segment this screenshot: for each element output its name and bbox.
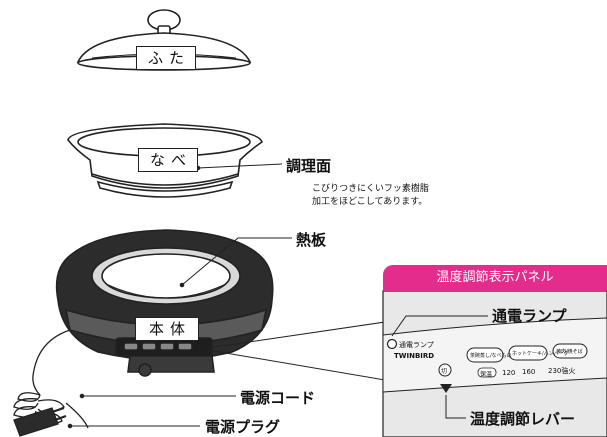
- panel-button-3: 焼肉/焼そば: [556, 349, 583, 355]
- panel-scale-120: 120: [502, 369, 516, 377]
- panel-scale-keep-warm: 保温: [480, 371, 493, 378]
- cooking-surface-note-1: こびりつきにくいフッ素樹脂: [312, 184, 429, 194]
- panel-brand: TWINBIRD: [394, 352, 435, 360]
- cooking-surface-callout: 調理面: [286, 157, 332, 175]
- cooking-surface-note-2: 加工をほどこしてあります。: [312, 197, 428, 207]
- panel-lamp-text: 通電ランプ: [399, 341, 434, 349]
- panel-button-2: ホットケーキ/ハンバーグ: [512, 351, 569, 357]
- panel-off-mark: 切: [441, 368, 448, 375]
- panel-scale-230: 230強火: [548, 367, 576, 375]
- power-plug-callout: 電源プラグ: [205, 418, 281, 436]
- panel-scale-160: 160: [522, 368, 536, 376]
- power-cord-callout: 電源コード: [240, 389, 316, 407]
- pan-label: なべ: [138, 148, 198, 172]
- power-lamp-callout: 通電ランプ: [492, 307, 567, 325]
- body-label: 本体: [135, 317, 199, 341]
- lid-label: ふた: [136, 46, 196, 70]
- panel-button-1: 茶碗蒸し/なべもの: [470, 353, 512, 359]
- power-plug-drawing: [13, 407, 67, 437]
- hot-plate-callout: 熱板: [296, 231, 327, 249]
- panel-drawing: [382, 290, 607, 437]
- panel-title: 温度調節表示パネル: [383, 265, 607, 291]
- body-drawing: [55, 229, 274, 377]
- power-cord-drawing: [13, 329, 89, 429]
- temperature-lever-callout: 温度調節レバー: [470, 410, 576, 428]
